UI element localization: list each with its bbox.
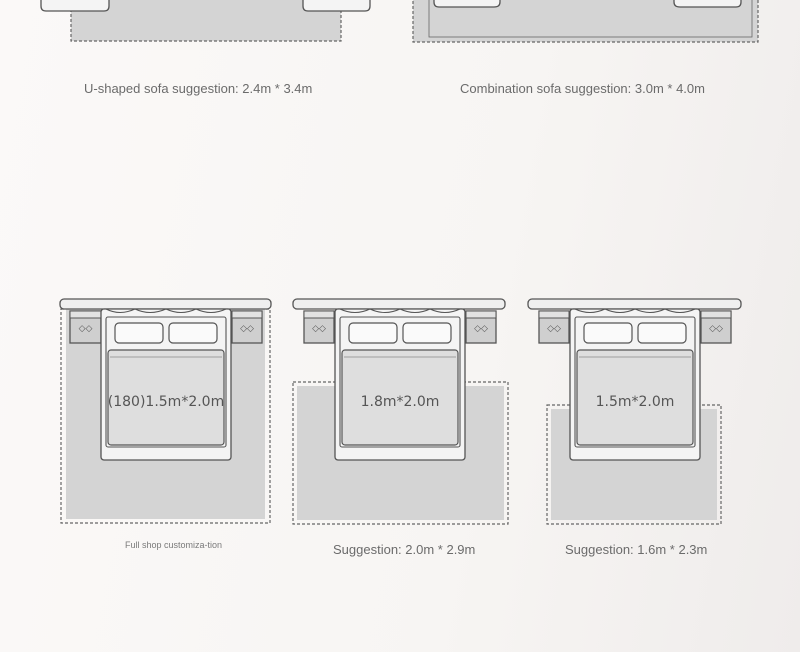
bed3-mattress	[576, 349, 694, 446]
bed2-right-nightstand-top	[465, 310, 497, 319]
bed1-pillow-left	[114, 322, 164, 344]
bed2-caption: Suggestion: 2.0m * 2.9m	[333, 542, 476, 557]
combination-sofa-diagram	[412, 0, 759, 43]
bed1-headboard-shelf	[59, 298, 272, 310]
bed2-headboard-shelf	[292, 298, 506, 310]
bed2-pillow-right	[402, 322, 452, 344]
bed2-right-nightstand-knobs: ◇◇	[474, 323, 488, 333]
bed1-right-nightstand-knobs: ◇◇	[240, 323, 254, 333]
bed2-size-label: 1.8m*2.0m	[361, 394, 440, 410]
bed-diagram-3: ◇◇ ◇◇	[527, 298, 742, 525]
bed3-pillow-left	[583, 322, 633, 344]
bed2-headboard-curve	[339, 308, 461, 313]
u-sofa-caption: U-shaped sofa suggestion: 2.4m * 3.4m	[84, 81, 313, 96]
bed3-right-nightstand-knobs: ◇◇	[709, 323, 723, 333]
combination-sofa-caption: Combination sofa suggestion: 3.0m * 4.0m	[460, 81, 705, 96]
bed3-pillow-right	[637, 322, 687, 344]
bed2-mattress	[341, 349, 459, 446]
u-sofa-rug-inner	[76, 0, 336, 37]
bed1-left-nightstand-knobs: ◇◇	[79, 323, 93, 333]
bed3-caption: Suggestion: 1.6m * 2.3m	[565, 542, 708, 557]
bed-diagram-1: ◇◇ ◇◇	[59, 298, 272, 524]
bed2-left-nightstand-knobs: ◇◇	[312, 323, 326, 333]
bed1-mattress	[107, 349, 225, 446]
bed-diagram-2: ◇◇ ◇◇	[292, 298, 509, 525]
u-sofa-left-arm	[40, 0, 110, 12]
bed2-pillow-left	[348, 322, 398, 344]
bed3-left-nightstand-knobs: ◇◇	[547, 323, 561, 333]
bed1-caption: Full shop customiza-tion	[125, 540, 223, 550]
bed1-pillow-right	[168, 322, 218, 344]
combo-sofa-seat-right	[673, 0, 742, 8]
combo-sofa-frame	[428, 0, 753, 38]
bed3-headboard-curve	[574, 308, 696, 313]
bed1-headboard-curve	[105, 308, 227, 313]
bed1-rug-border	[60, 308, 271, 524]
bed1-left-nightstand-top	[69, 310, 102, 319]
combo-sofa-seat-left	[433, 0, 501, 8]
u-sofa-right-arm	[302, 0, 371, 12]
bed1-size-label: (180)1.5m*2.0m	[108, 394, 224, 410]
bed1-right-nightstand-top	[231, 310, 263, 319]
bed2-left-nightstand-top	[303, 310, 335, 319]
bed3-left-nightstand-top	[538, 310, 570, 319]
u-shaped-sofa-diagram	[40, 0, 371, 42]
bed3-right-nightstand-top	[700, 310, 732, 319]
bed3-size-label: 1.5m*2.0m	[596, 394, 675, 410]
combo-sofa-rug-inner-left	[419, 0, 429, 37]
bed3-headboard-shelf	[527, 298, 742, 310]
